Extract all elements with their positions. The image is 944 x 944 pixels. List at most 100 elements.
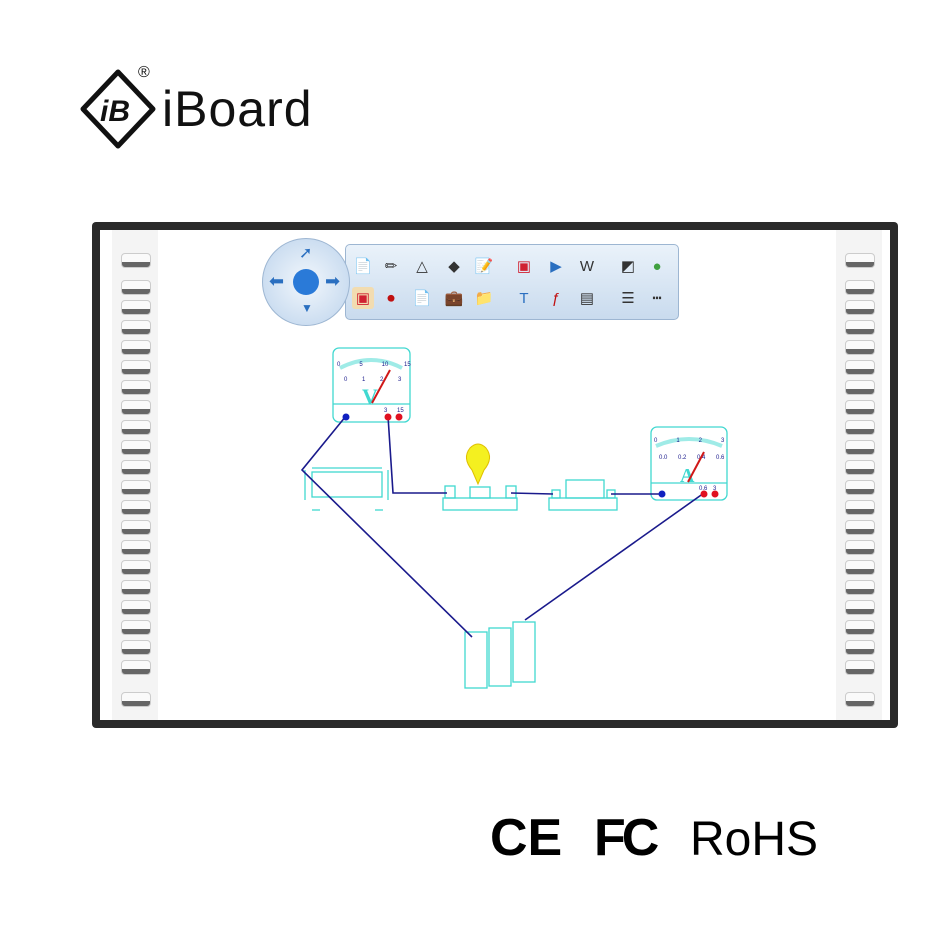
shortcut-button[interactable] <box>845 620 875 635</box>
voltmeter-inner-scale-label: 2 <box>380 377 384 383</box>
shortcut-button[interactable] <box>845 600 875 615</box>
shortcut-button[interactable] <box>121 580 151 595</box>
voltmeter-outer-scale-label: 0 <box>337 362 341 368</box>
voltmeter-inner-scale-label: 3 <box>398 377 402 383</box>
bulb-base <box>442 485 518 511</box>
shortcut-button[interactable] <box>845 640 875 655</box>
voltmeter-terminal-3: 3 <box>384 408 388 414</box>
registered-mark: ® <box>138 64 150 81</box>
voltmeter-terminal-15: 15 <box>397 408 404 414</box>
pencil-icon[interactable]: ✏ <box>384 258 398 275</box>
ammeter <box>650 426 728 501</box>
color-fill-icon[interactable]: ◩ <box>620 258 636 275</box>
shortcut-button[interactable] <box>845 420 875 435</box>
shortcut-button[interactable] <box>845 540 875 555</box>
shortcut-button[interactable] <box>121 460 151 475</box>
voltmeter-inner-scale-label: 1 <box>362 377 366 383</box>
record-icon[interactable]: ⏺ <box>387 289 395 307</box>
word-doc-icon[interactable]: W <box>579 257 595 275</box>
insert-table-icon[interactable]: ▤ <box>579 290 595 307</box>
shortcut-button[interactable] <box>845 360 875 375</box>
shortcut-button[interactable] <box>121 400 151 415</box>
shortcut-button[interactable] <box>121 540 151 555</box>
shortcut-button[interactable] <box>121 280 151 295</box>
screen-capture-icon[interactable]: ▣ <box>352 287 374 309</box>
previous-arrow-icon[interactable]: ⬅ <box>269 271 285 291</box>
shortcut-button[interactable] <box>121 480 151 495</box>
shortcut-button[interactable] <box>121 380 151 395</box>
flash-icon[interactable]: ƒ <box>551 289 561 307</box>
bulb <box>466 443 490 486</box>
rohs-mark: RoHS <box>690 813 819 866</box>
shortcut-button[interactable] <box>121 440 151 455</box>
desktop-icon[interactable] <box>293 269 319 295</box>
text-icon[interactable]: T <box>519 289 529 307</box>
shape-icon[interactable]: △ <box>416 258 428 275</box>
shortcut-button[interactable] <box>845 560 875 575</box>
shortcut-button[interactable] <box>845 520 875 535</box>
shortcut-button[interactable] <box>121 520 151 535</box>
document-icon[interactable]: 📄 <box>412 290 432 307</box>
shortcut-button[interactable] <box>121 420 151 435</box>
folder-icon[interactable]: 📁 <box>474 290 494 307</box>
shortcut-button[interactable] <box>121 300 151 315</box>
shortcut-button[interactable] <box>845 320 875 335</box>
shortcut-button[interactable] <box>845 340 875 355</box>
ammeter-inner-scale-label: 0.6 <box>716 455 725 461</box>
ammeter-outer-scale-label: 0 <box>654 438 658 444</box>
shortcut-button[interactable] <box>121 500 151 515</box>
shortcut-button[interactable] <box>121 620 151 635</box>
ammeter-terminal-0.6: 0.6 <box>699 486 708 492</box>
line-width-icon[interactable]: ☰ <box>621 290 635 307</box>
shortcut-button[interactable] <box>845 380 875 395</box>
shortcut-button[interactable] <box>121 560 151 575</box>
shortcut-button[interactable] <box>845 280 875 295</box>
media-play-icon[interactable]: ▶ <box>550 258 562 275</box>
shortcut-button[interactable] <box>845 253 875 268</box>
voltmeter-symbol: V <box>362 384 378 409</box>
color-palette-icon[interactable]: ● <box>652 257 662 275</box>
voltmeter <box>332 347 411 423</box>
brand-name: iBoard <box>162 81 313 137</box>
insert-image-icon[interactable]: ▣ <box>516 258 532 275</box>
ammeter-terminal-3: 3 <box>713 486 717 492</box>
left-shortcut-rail <box>112 230 158 720</box>
toolbox-icon[interactable]: 💼 <box>444 290 464 307</box>
voltmeter-inner-scale-label: 0 <box>344 377 348 383</box>
shortcut-button[interactable] <box>121 360 151 375</box>
shortcut-button[interactable] <box>845 480 875 495</box>
shortcut-button[interactable] <box>845 400 875 415</box>
shortcut-button[interactable] <box>121 660 151 675</box>
eraser-icon[interactable]: ◆ <box>448 258 460 275</box>
shortcut-button[interactable] <box>845 500 875 515</box>
hide-toolbar-icon[interactable]: ▼ <box>301 301 313 315</box>
shortcut-button[interactable] <box>121 253 151 268</box>
fcc-mark: FC <box>594 809 659 867</box>
shortcut-button[interactable] <box>845 300 875 315</box>
navigation-wheel[interactable]: ➚ ⬅ ➡ ▼ <box>262 238 350 326</box>
select-move-icon[interactable]: ➚ <box>299 245 313 262</box>
shortcut-button[interactable] <box>845 692 875 707</box>
shortcut-button[interactable] <box>121 640 151 655</box>
shortcut-button[interactable] <box>121 600 151 615</box>
rheostat <box>304 467 389 511</box>
voltmeter-outer-scale-label: 5 <box>359 362 363 368</box>
shortcut-button[interactable] <box>121 320 151 335</box>
shortcut-button[interactable] <box>121 340 151 355</box>
next-arrow-icon[interactable]: ➡ <box>325 271 341 291</box>
wires <box>300 415 705 638</box>
shortcut-button[interactable] <box>845 460 875 475</box>
edit-page-icon[interactable]: 📝 <box>474 258 494 275</box>
shortcut-button[interactable] <box>845 580 875 595</box>
line-style-icon[interactable]: ┅ <box>652 290 662 307</box>
shortcut-button[interactable] <box>845 440 875 455</box>
new-page-icon[interactable]: 📄 <box>353 258 373 275</box>
shortcut-button[interactable] <box>845 660 875 675</box>
shortcut-button[interactable] <box>121 692 151 707</box>
battery <box>464 621 536 689</box>
